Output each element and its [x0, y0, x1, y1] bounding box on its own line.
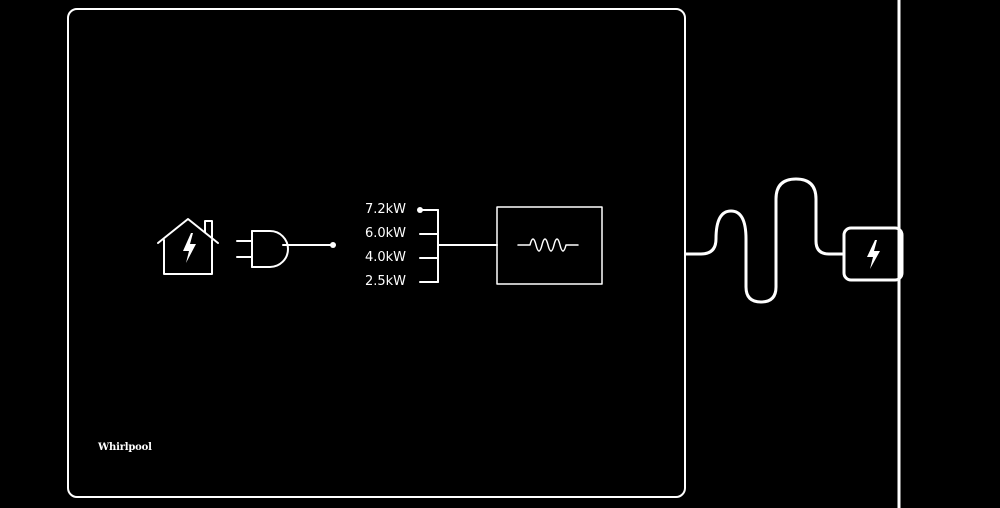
power-option-2-5kw: 2.5kW — [364, 274, 406, 289]
heater-wave-icon — [496, 206, 603, 285]
power-option-7-2kw: 7.2kW — [364, 202, 406, 217]
brand-logo: Whirlpool — [98, 442, 152, 453]
house-bolt-icon — [157, 218, 219, 275]
selected-level-dot — [417, 207, 423, 213]
power-option-6-0kw: 6.0kW — [364, 226, 406, 241]
plug-icon — [236, 230, 336, 268]
power-option-4-0kw: 4.0kW — [364, 250, 406, 265]
power-cable — [684, 177, 845, 304]
wall-socket-bolt-icon — [842, 226, 904, 282]
power-selector — [417, 207, 498, 283]
